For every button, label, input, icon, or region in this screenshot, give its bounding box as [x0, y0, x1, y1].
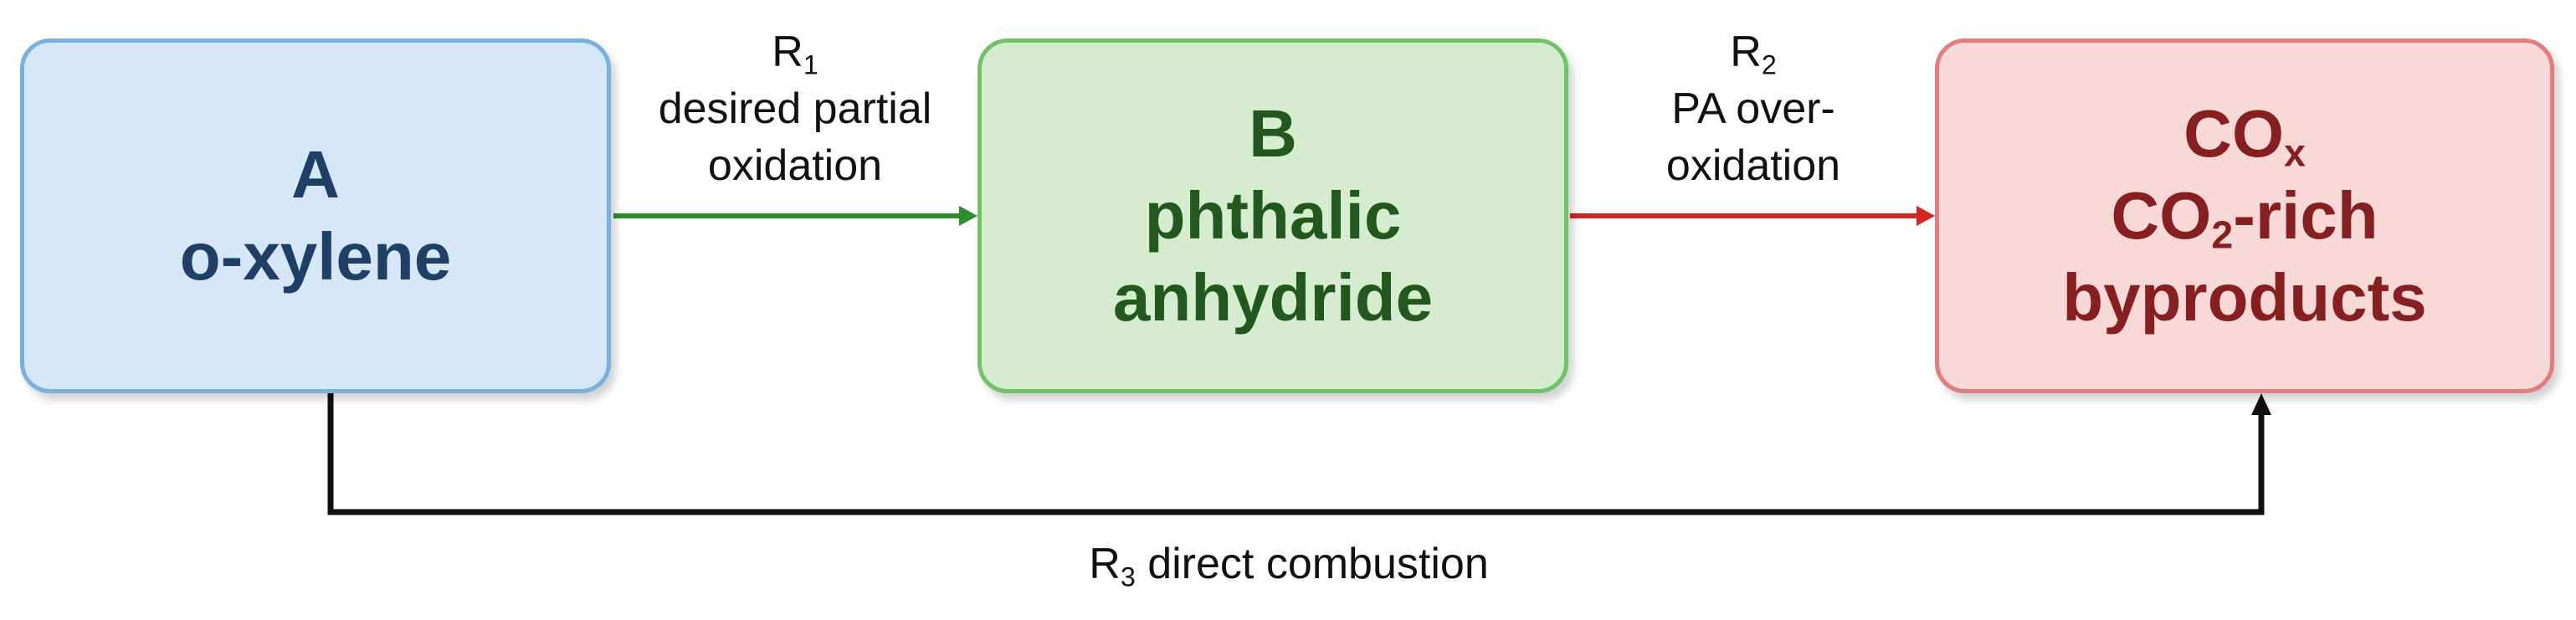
r2-desc-line1: PA over-: [1671, 85, 1835, 133]
node-b-name-line2: anhydride: [1112, 260, 1434, 335]
r3-symbol: R: [1089, 540, 1121, 588]
r2-symbol-line: R2: [1582, 23, 1925, 80]
r2-desc-line2: oxidation: [1665, 141, 1841, 190]
r3-line: R3 direct combustion: [921, 535, 1657, 592]
node-c-code-sub: x: [2284, 131, 2306, 175]
r3-label: R3 direct combustion: [921, 535, 1657, 592]
r2-symbol-sub: 2: [1761, 49, 1777, 80]
node-a-name: o-xylene: [179, 219, 452, 294]
node-b-phthalic-anhydride: B phthalic anhydride: [978, 38, 1568, 393]
node-c-line3: byproducts: [2062, 260, 2427, 335]
r3-desc: direct combustion: [1135, 540, 1489, 588]
r3-arrowhead: [2251, 393, 2271, 415]
node-c-line2-post: -rich: [2233, 178, 2378, 253]
r3-symbol-sub: 3: [1120, 561, 1136, 592]
node-c-cox-byproducts: COx CO2-rich byproducts: [1935, 38, 2554, 393]
r3-arrow: [327, 393, 2265, 515]
node-b-code: B: [1249, 96, 1297, 171]
r1-desc-line1: desired partial: [658, 85, 932, 133]
r1-symbol-line: R1: [619, 23, 971, 80]
r2-symbol: R: [1730, 28, 1762, 76]
r2-arrowhead: [1917, 206, 1935, 226]
node-a-o-xylene: A o-xylene: [20, 38, 611, 393]
r1-symbol: R: [772, 28, 803, 76]
node-a-code: A: [291, 137, 340, 212]
node-c-code: CO: [2183, 96, 2285, 171]
node-c-line2-sub: 2: [2211, 213, 2234, 257]
r1-desc-line2: oxidation: [707, 141, 883, 190]
r2-label: R2 PA over- oxidation: [1582, 23, 1925, 194]
node-c-code-line: COx: [2183, 93, 2306, 175]
r1-arrowhead: [959, 206, 978, 226]
r1-label: R1 desired partial oxidation: [619, 23, 971, 194]
node-c-line2: CO2-rich: [2111, 175, 2378, 257]
r1-symbol-sub: 1: [803, 49, 818, 80]
node-c-line2-pre: CO: [2111, 178, 2212, 253]
node-b-name-line1: phthalic: [1144, 178, 1402, 253]
